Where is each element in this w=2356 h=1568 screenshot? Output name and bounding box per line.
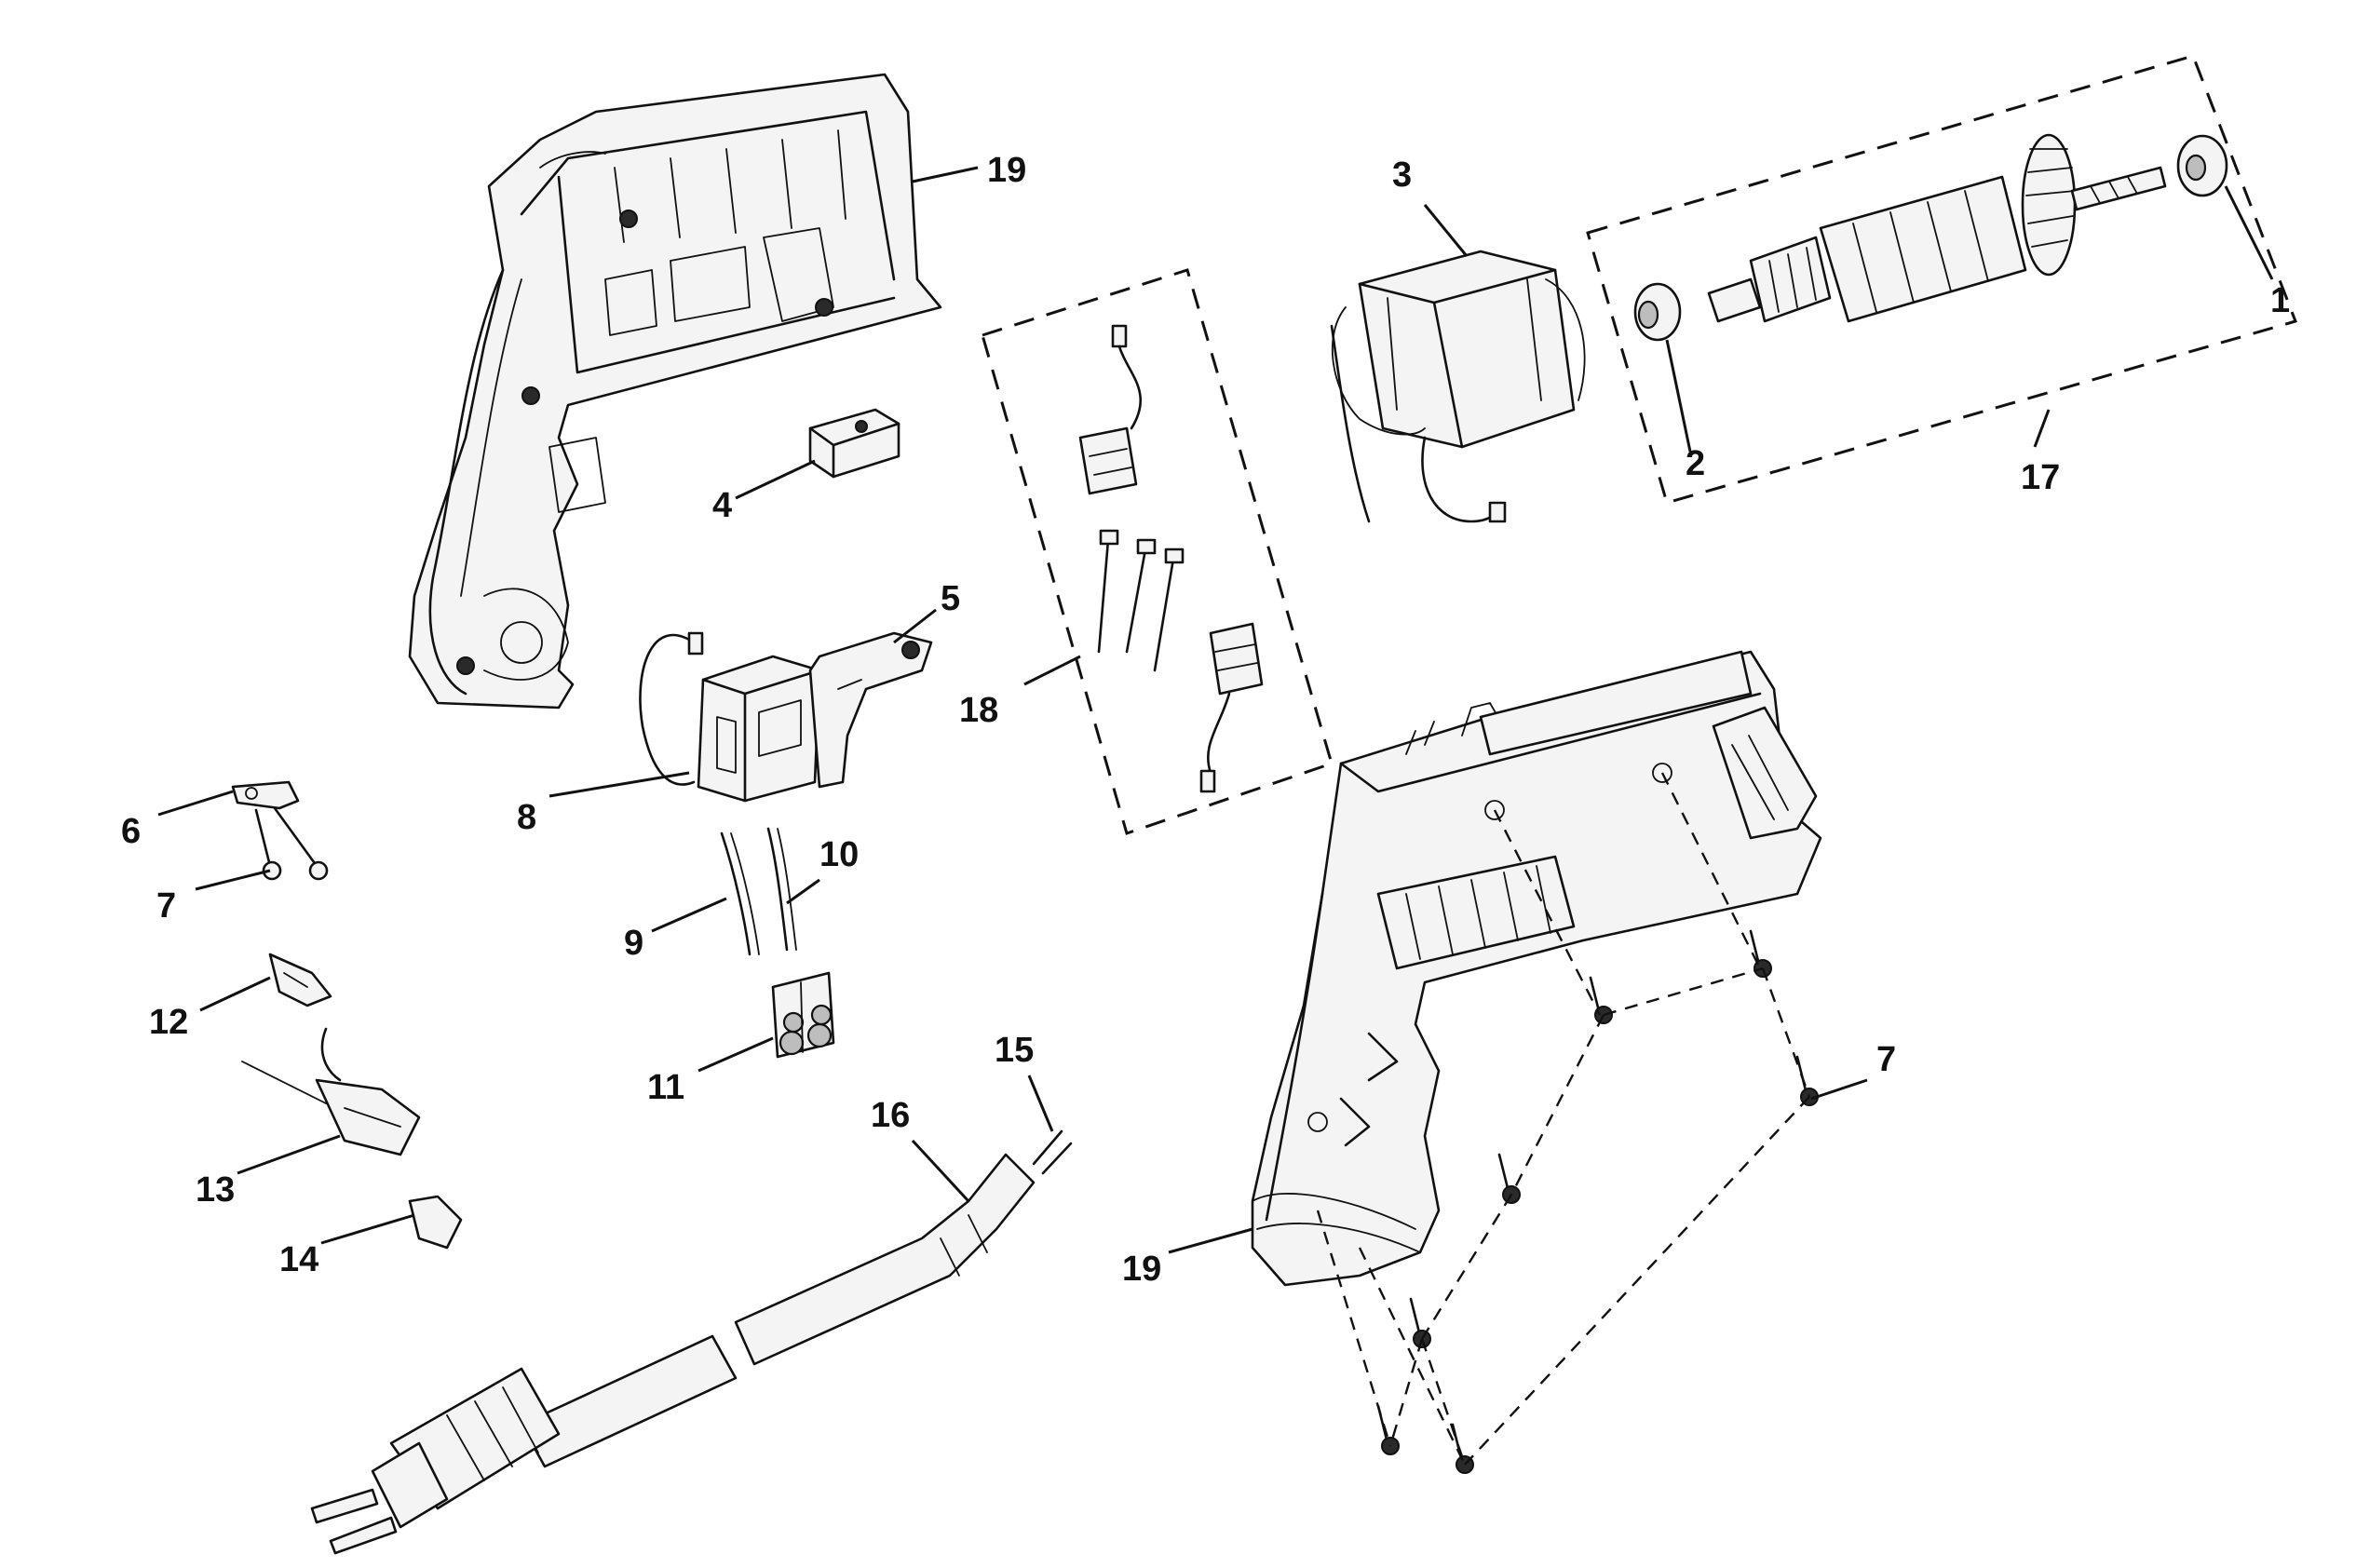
callout-labels: 1 2 3 4 5 6 7 7 8 9 10 11 12 13 14 15 16… [121,151,2290,1289]
callout-6: 6 [121,812,141,851]
left-housing-half [408,73,942,710]
armature [1707,133,2167,323]
right-housing-half [1251,650,1822,1287]
part-10-wire [766,827,797,952]
part-2-bearing [1633,282,1682,342]
callout-10: 10 [819,835,859,874]
part-16-power-cord [371,1153,1036,1529]
callout-4: 4 [712,486,732,525]
callout-7-left: 7 [156,886,176,926]
part-5-switch [697,631,933,803]
leader-lines [157,166,2274,1254]
callout-12: 12 [149,1003,188,1042]
screw-assembly-lines [1316,772,1811,1466]
part-3-field-coil [1330,250,1586,523]
part-18-contents [1078,324,1264,793]
part-7-screws-left [254,806,329,881]
callout-8: 8 [517,798,536,837]
plug-prongs [310,1488,398,1555]
callout-11: 11 [647,1068,684,1107]
callout-16: 16 [871,1096,910,1135]
callout-2: 2 [1686,444,1705,483]
callout-17: 17 [2021,458,2060,497]
part-17-group-box [1586,54,2297,505]
part-4-block [808,408,900,479]
part-18-group-box [981,268,1334,835]
part-1-bearing [2176,134,2228,197]
callout-18: 18 [959,691,998,730]
callout-5: 5 [941,579,960,618]
part-12-clip [268,953,332,1007]
part-15-cord-end [1032,1129,1073,1175]
callout-3: 3 [1392,155,1412,195]
callout-19-left-housing: 19 [987,151,1026,190]
part-14-cap [408,1195,463,1250]
part-11-terminal [771,971,835,1059]
callout-7-right: 7 [1876,1040,1896,1079]
part-8-wire [639,631,704,786]
callout-13: 13 [196,1170,235,1210]
callout-14: 14 [279,1240,318,1279]
callout-19-right-housing: 19 [1122,1250,1161,1289]
callout-1: 1 [2270,281,2290,320]
part-9-wire [720,831,760,956]
callout-15: 15 [995,1031,1034,1070]
part-6-cord-clamp [231,780,300,810]
part-13-brush-holder [241,1027,421,1156]
callout-9: 9 [624,924,643,963]
